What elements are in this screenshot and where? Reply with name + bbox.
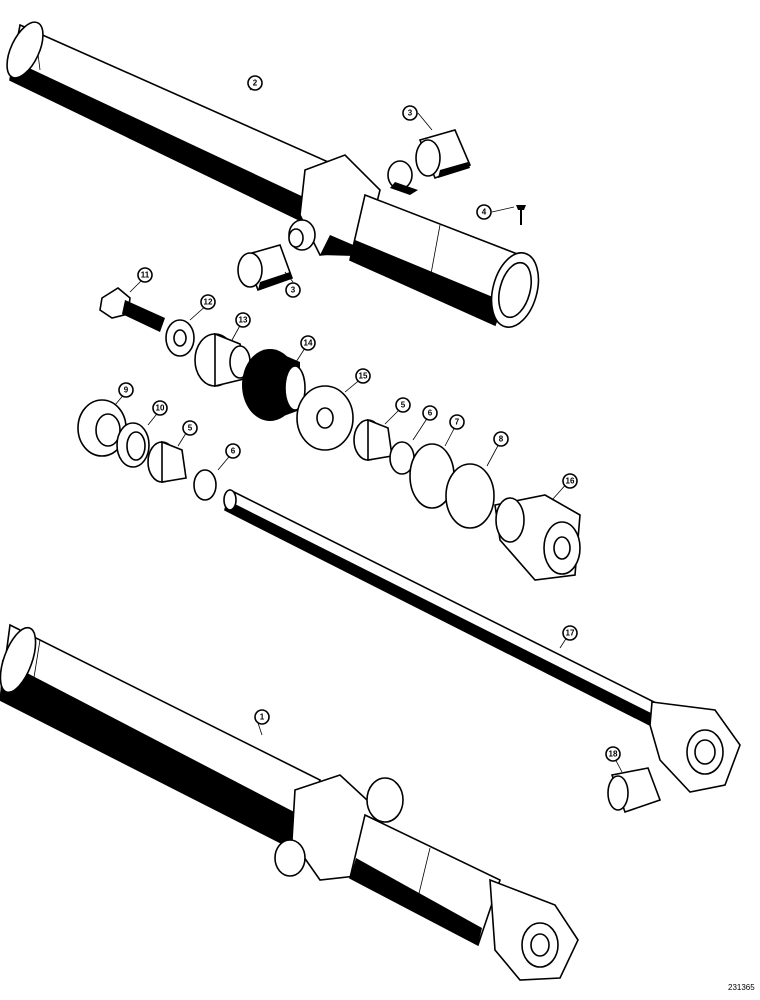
callout-3-lower-label: 3 [291,286,296,295]
bushing-18 [607,767,662,814]
callout-6-right-label: 6 [428,409,433,418]
bushing-3-upper [415,129,472,180]
washer-12 [165,319,195,357]
callout-11-label: 11 [141,271,150,280]
callout-8: 8 [493,431,509,447]
callout-1-label: 1 [260,713,265,722]
callout-3-upper: 3 [402,105,418,121]
callout-10: 10 [152,400,168,416]
callout-5-right-label: 5 [401,401,406,410]
callout-13: 13 [235,312,251,328]
reference-number: 231365 [728,983,755,992]
callout-12: 12 [200,294,216,310]
callout-17: 17 [562,625,578,641]
callout-18-label: 18 [609,750,618,759]
callout-11: 11 [137,267,153,283]
callout-9-label: 9 [124,386,129,395]
bearing-5-right [353,418,393,461]
callout-9: 9 [118,382,134,398]
callout-5-right: 5 [395,397,411,413]
callout-5-left: 5 [182,420,198,436]
backup-ring-8 [445,463,495,529]
callout-16: 16 [562,473,578,489]
callout-6-left-label: 6 [231,447,236,456]
callout-2: 2 [247,75,263,91]
o-ring-6-left [193,469,217,501]
piston-14 [242,349,306,421]
callout-1: 1 [254,709,270,725]
bearing-5-left [147,440,187,483]
callout-7: 7 [449,414,465,430]
callout-14-label: 14 [304,339,313,348]
cylinder-assembly-lower [0,623,579,981]
callout-2-label: 2 [253,79,258,88]
callout-7-label: 7 [455,418,460,427]
cylinder-barrel-upper [6,21,540,328]
callout-18: 18 [605,746,621,762]
ring-9 [77,399,127,457]
callout-6-right: 6 [422,405,438,421]
cylinder-head-16 [494,494,581,581]
callout-6-left: 6 [225,443,241,459]
ring-10 [116,422,150,468]
callout-10-label: 10 [156,404,165,413]
callout-15-label: 15 [359,372,368,381]
callout-12-label: 12 [204,298,213,307]
callout-4: 4 [476,204,492,220]
piston-rod-17 [223,488,741,793]
callout-15: 15 [355,368,371,384]
callout-4-label: 4 [482,208,487,217]
spacer-13 [194,332,251,388]
callout-17-label: 17 [566,629,575,638]
seal-plate-15 [296,385,354,451]
callout-3-upper-label: 3 [408,109,413,118]
callout-8-label: 8 [499,435,504,444]
screw-4 [516,205,526,225]
callout-13-label: 13 [239,316,248,325]
bolt-11 [99,287,165,332]
callout-16-label: 16 [566,477,575,486]
bushing-3-lower [237,244,294,292]
callout-14: 14 [300,335,316,351]
callout-3-lower: 3 [285,282,301,298]
callout-5-left-label: 5 [188,424,193,433]
